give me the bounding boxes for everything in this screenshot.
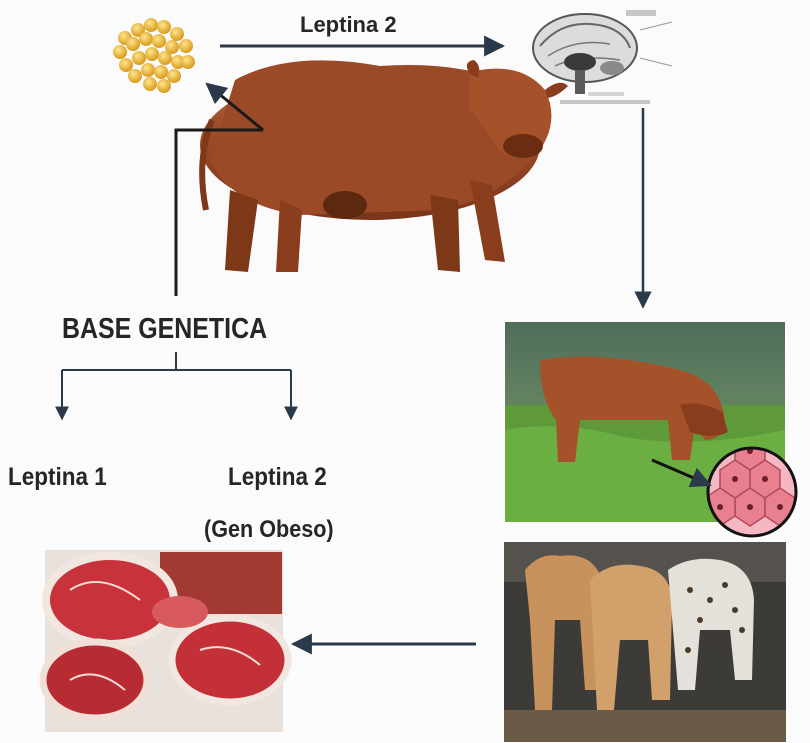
base-genetica-label: BASE GENETICA (62, 313, 267, 346)
fat-cell-cluster-icon (113, 18, 195, 93)
leptina-1-label: Leptina 1 (8, 463, 107, 492)
beef-cuts-photo (43, 550, 288, 732)
cattle-rear-view-photo (504, 542, 786, 742)
bull-image (200, 60, 568, 272)
leptina-2-label: Leptina 2 (228, 463, 327, 492)
top-arrow-label: Leptina 2 (300, 12, 397, 38)
gen-obeso-label: (Gen Obeso) (204, 516, 334, 544)
